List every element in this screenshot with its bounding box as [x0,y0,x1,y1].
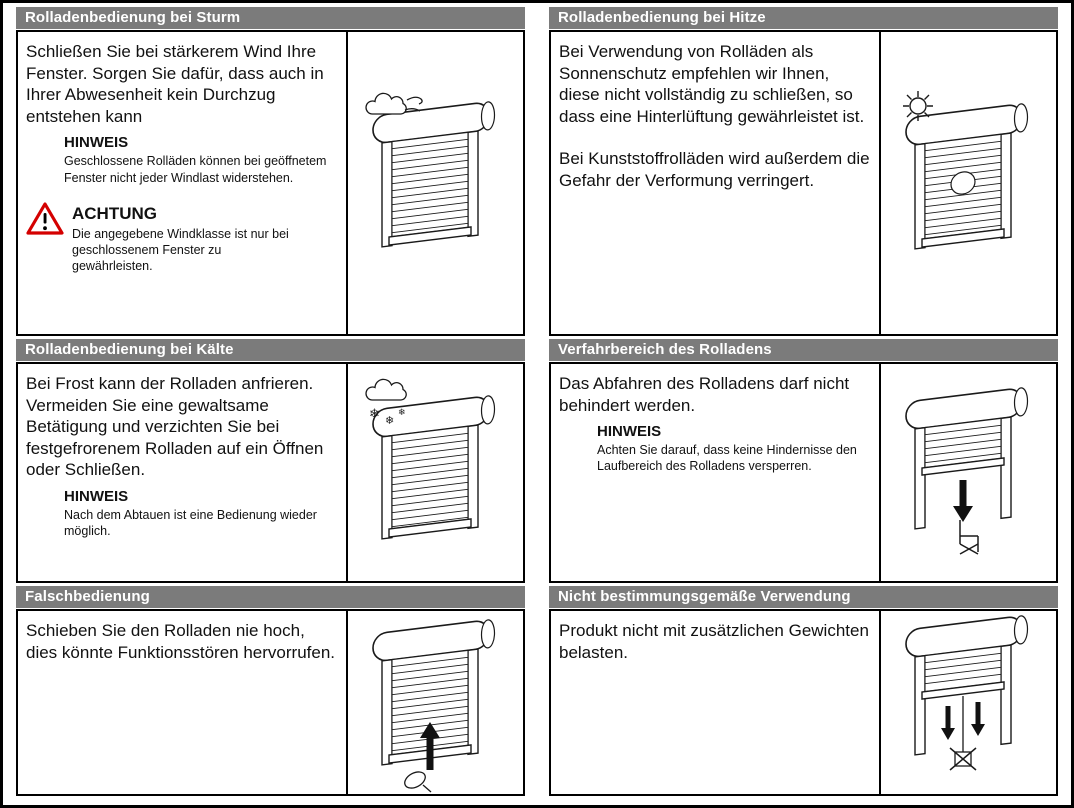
sun-icon [902,91,933,121]
shutter-box-end-cap [1013,103,1028,133]
guide-rail-right [999,415,1012,519]
hinweis-label: HINWEIS [597,423,662,441]
svg-text:❄: ❄ [385,414,394,427]
slat-lines [391,432,468,527]
section-text-sturm: Schließen Sie bei stärkerem Wind Ihre Fe… [18,32,346,334]
section-text-falschbedienung: Schieben Sie den Rolladen nie hoch, dies… [18,611,346,794]
roller-shutter-obstacle-illustration [904,386,1028,555]
body-text: Das Abfahren des Rolladens darf nicht be… [559,374,850,415]
section-hitze: Rolladenbedienung bei Hitze Bei Verwendu… [549,7,1058,336]
achtung-block: ACHTUNG Die angegebene Windklasse ist nu… [26,202,338,275]
section-header-falschbedienung: Falschbedienung [16,586,525,608]
shutter-box-end-cap [1013,614,1028,645]
section-header-sturm: Rolladenbedienung bei Sturm [16,7,525,29]
storm-cloud-icon [364,92,423,115]
roller-shutter-weight-illustration [904,614,1028,771]
end-slat [387,517,472,538]
section-header-nicht-bestimmungsgemaess: Nicht bestimmungsgemäße Verwendung [549,586,1058,608]
achtung-label: ACHTUNG [72,203,157,223]
weight-icon [953,695,972,767]
slat-lines [924,652,1001,684]
section-header-hitze: Rolladenbedienung bei Hitze [549,7,1058,29]
hinweis-label: HINWEIS [64,134,129,152]
roller-shutter-sun-illustration [902,91,1028,250]
illustration-panel [346,611,523,794]
slat-lines [391,138,468,234]
roller-shutter-snow-illustration: ❄ ❄ ❄ [364,378,495,540]
end-slat [920,228,1005,248]
svg-text:❄: ❄ [369,407,380,422]
section-kaelte: Rolladenbedienung bei Kälte Bei Frost ka… [16,339,525,583]
body-text: Schließen Sie bei stärkerem Wind Ihre Fe… [26,42,324,126]
body-text: Bei Verwendung von Rolläden als Sonnensc… [559,42,865,126]
warning-triangle-icon [26,202,64,235]
guide-rail-left [380,434,393,540]
roller-shutter-storm-illustration [364,92,495,248]
section-verfahrbereich: Verfahrbereich des Rolladens Das Abfahre… [549,339,1058,583]
section-text-hitze: Bei Verwendung von Rolläden als Sonnensc… [551,32,879,334]
section-text-verfahrbereich: Das Abfahren des Rolladens darf nicht be… [551,364,879,581]
section-header-kaelte: Rolladenbedienung bei Kälte [16,339,525,361]
guide-rail-left [380,658,393,766]
down-arrow-left-icon [940,705,955,740]
hinweis-text: Nach dem Abtauen ist eine Bedienung wied… [64,507,317,539]
guide-rail-right [466,647,479,755]
snowflake-icons: ❄ ❄ ❄ [369,407,406,427]
guide-rail-right [999,643,1012,745]
shutter-box-end-cap [480,394,495,425]
snow-cloud-icon [364,378,407,401]
guide-rail-left [380,140,393,248]
guide-rail-left [913,426,926,530]
hinweis-label: HINWEIS [64,487,129,505]
guide-rail-left [913,654,926,756]
body-text: Bei Frost kann der Rolladen anfrieren. V… [26,374,324,480]
hinweis-text: Achten Sie darauf, dass keine Hinderniss… [597,443,857,474]
body-text-2: Bei Kunststoffrolläden wird außerdem die… [559,149,870,190]
body-text: Produkt nicht mit zusätzlichen Gewichten… [559,621,869,662]
section-falschbedienung: Falschbedienung Schieben Sie den Rollade… [16,586,525,796]
shutter-box-end-cap [480,618,495,649]
illustration-panel [879,32,1056,334]
section-nicht-bestimmungsgemaess: Nicht bestimmungsgemäße Verwendung Produ… [549,586,1058,796]
guide-rail-right [999,132,1012,240]
hinweis-block: HINWEIS Nach dem Abtauen ist eine Bedien… [64,488,338,540]
shutter-box-end-cap [480,101,495,131]
end-slat [920,680,1005,700]
body-text: Schieben Sie den Rolladen nie hoch, dies… [26,621,336,662]
hand-icon [403,770,431,792]
guide-rail-right [466,130,479,238]
down-arrow-right-icon [970,701,985,736]
section-text-kaelte: Bei Frost kann der Rolladen anfrieren. V… [18,364,346,581]
svg-text:❄: ❄ [398,408,406,418]
illustration-panel [346,32,523,334]
hinweis-text: Geschlossene Rolläden können bei geöffne… [64,154,327,185]
end-slat [920,456,1005,476]
hinweis-block: HINWEIS Achten Sie darauf, dass keine Hi… [597,423,871,475]
section-header-verfahrbereich: Verfahrbereich des Rolladens [549,339,1058,361]
illustration-panel: ❄ ❄ ❄ [346,364,523,581]
cross-out-icon [949,746,976,771]
section-text-nicht-bestimmungsgemaess: Produkt nicht mit zusätzlichen Gewichten… [551,611,879,794]
guide-rail-right [466,423,479,529]
end-slat [387,226,472,246]
hinweis-block: HINWEIS Geschlossene Rolläden können bei… [64,134,338,186]
down-arrow-icon [952,479,973,522]
guide-rail-left [913,142,926,250]
ventilation-opening [949,171,976,195]
achtung-body: ACHTUNG Die angegebene Windklasse ist nu… [72,202,290,275]
up-arrow-icon [419,721,440,770]
roller-shutter-pushed-up-illustration [371,618,495,792]
slat-lines [924,424,1001,463]
shutter-box-end-cap [1013,386,1028,417]
chair-icon [958,519,979,555]
illustration-panel [879,611,1056,794]
section-sturm: Rolladenbedienung bei Sturm Schließen Si… [16,7,525,336]
illustration-panel [879,364,1056,581]
achtung-text: Die angegebene Windklasse ist nur bei ge… [72,226,289,274]
